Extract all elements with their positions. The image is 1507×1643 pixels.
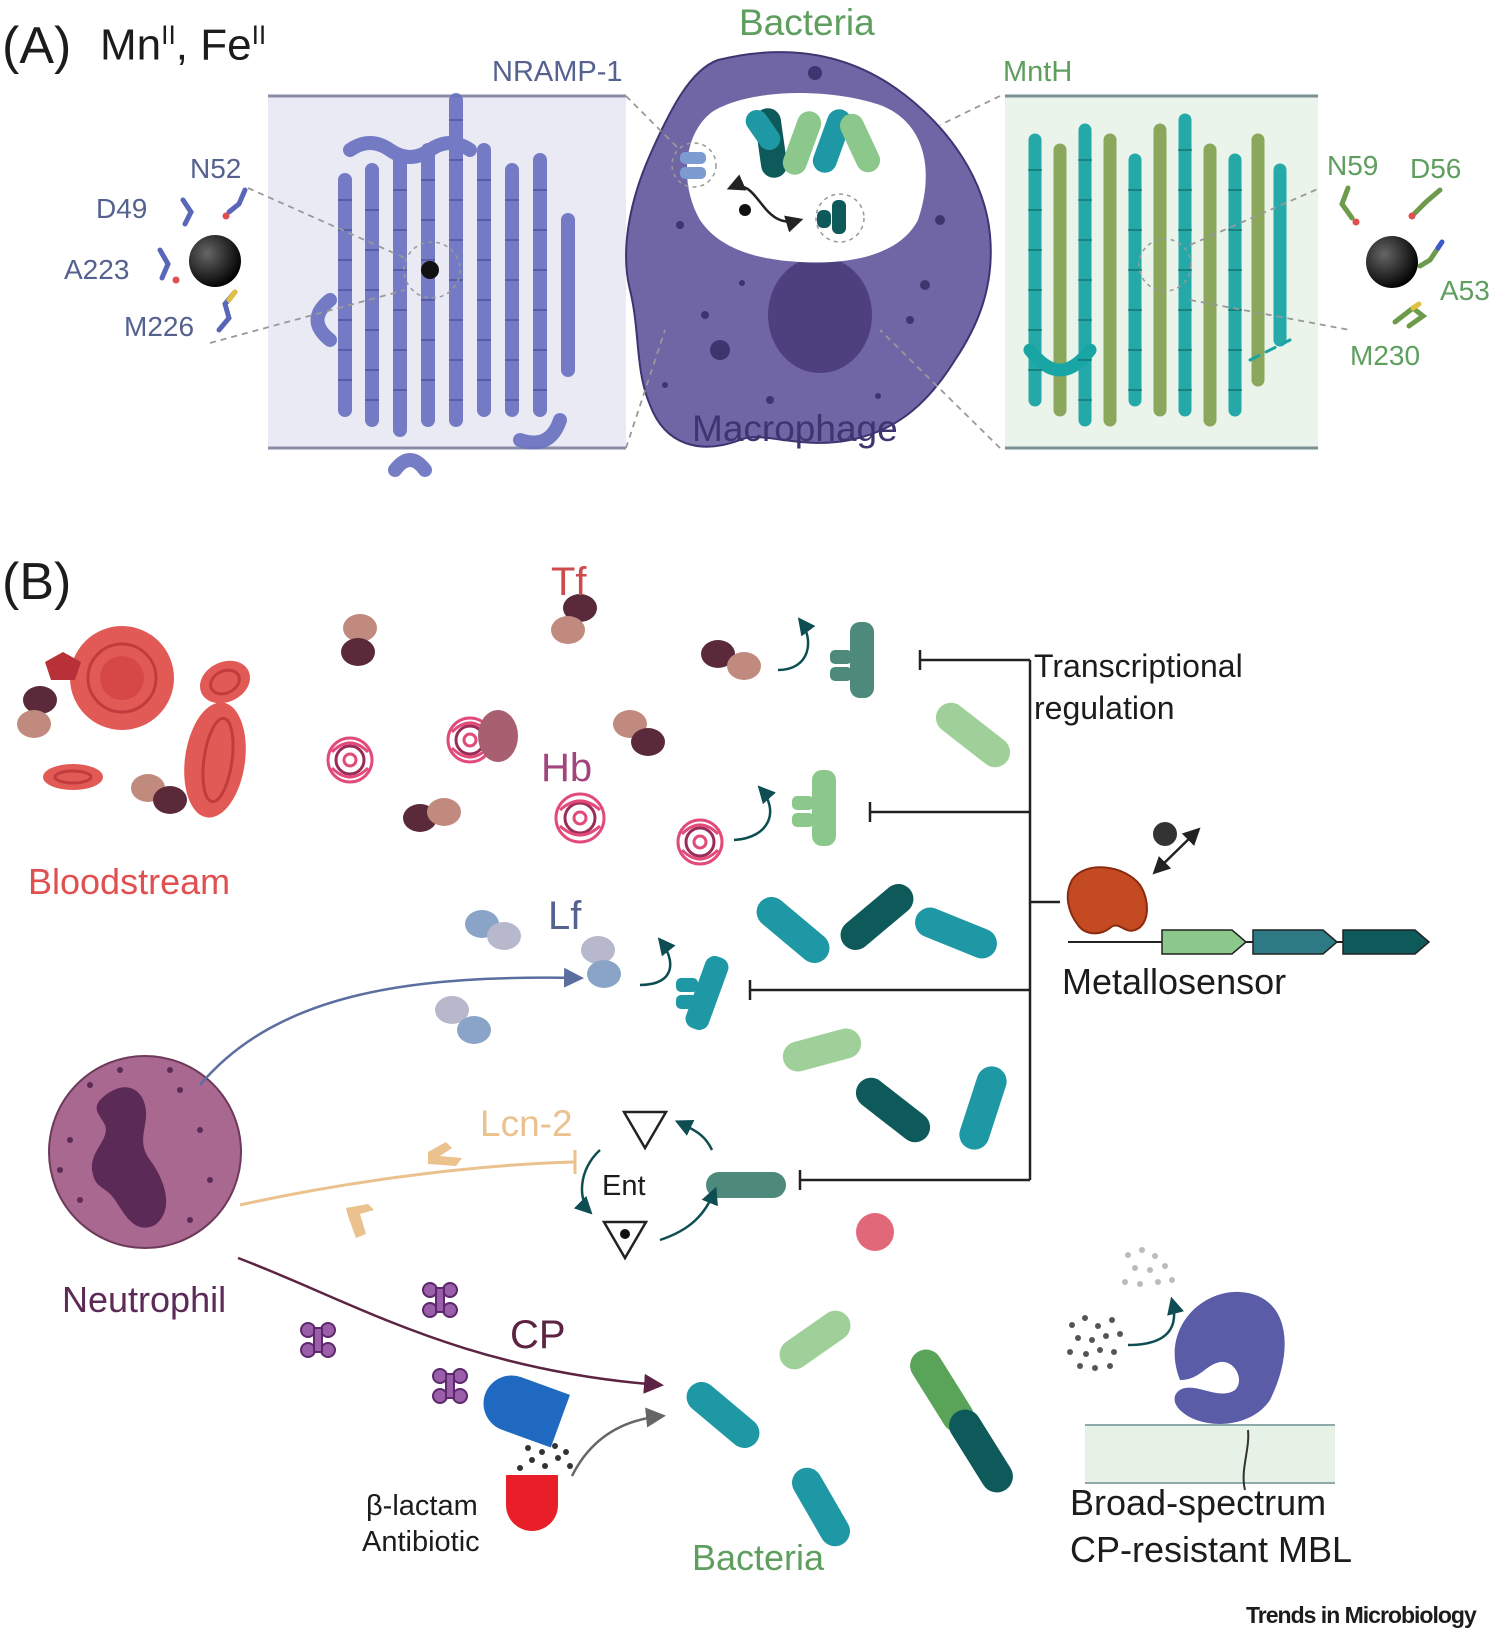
lf-receptor bbox=[639, 937, 729, 1030]
macrophage-callout-lines bbox=[625, 95, 1001, 449]
mnth-site-highlight bbox=[1138, 238, 1192, 292]
panel-a-metals: MnII, FeII bbox=[100, 22, 266, 68]
lf-label: Lf bbox=[548, 894, 582, 938]
antibiotic-arrow bbox=[570, 1407, 666, 1477]
bacteria-label: Bacteria bbox=[692, 1537, 825, 1578]
metallosensor-label: Metallosensor bbox=[1062, 961, 1287, 1002]
bloodstream-label: Bloodstream bbox=[28, 861, 231, 902]
transcriptional-label-line2: regulation bbox=[1034, 690, 1175, 726]
nramp1-helix-texture bbox=[338, 119, 547, 401]
operon-genes bbox=[1068, 929, 1431, 955]
neutrophil-cell bbox=[48, 1055, 242, 1249]
residue-a53: A53 bbox=[1440, 275, 1490, 306]
hb-receptor bbox=[733, 770, 836, 846]
red-blood-cells bbox=[43, 626, 251, 818]
antibiotic-capsule bbox=[483, 1375, 573, 1531]
panel-b-tag: (B) bbox=[2, 553, 72, 611]
cp-label: CP bbox=[510, 1313, 566, 1357]
bacterial-binding-site bbox=[1339, 185, 1445, 329]
nramp1-site-highlight bbox=[403, 241, 461, 299]
nramp1-label: NRAMP-1 bbox=[492, 56, 623, 88]
neutrophil-label: Neutrophil bbox=[62, 1279, 227, 1320]
nramp1-metal-site bbox=[421, 261, 439, 279]
mnth-structure bbox=[1023, 113, 1292, 427]
metal-fe-oxidation: II bbox=[251, 20, 267, 50]
lcn2-inhibition bbox=[239, 1150, 577, 1207]
mnth-callout-lines bbox=[1189, 187, 1351, 331]
host-binding-site bbox=[157, 187, 248, 333]
metallosensor-protein bbox=[1066, 822, 1201, 935]
regulation-bracket bbox=[748, 650, 1060, 1190]
mnth-helix-texture bbox=[1028, 149, 1242, 401]
macrophage-label: Macrophage bbox=[692, 408, 898, 449]
residue-a223: A223 bbox=[64, 254, 130, 285]
metal-ion bbox=[856, 1213, 894, 1251]
metal-mn: Mn bbox=[100, 20, 162, 70]
antibiotic-label-line2: Antibiotic bbox=[362, 1526, 480, 1558]
calprotectin-molecules bbox=[300, 1282, 468, 1404]
lcn2-label: Lcn-2 bbox=[480, 1103, 573, 1144]
residue-d56: D56 bbox=[1410, 153, 1462, 184]
residue-n59: N59 bbox=[1327, 150, 1379, 181]
lcn2-molecules bbox=[346, 1142, 462, 1238]
phagosome-bacteria-label: Bacteria bbox=[739, 2, 875, 43]
tf-label: Tf bbox=[551, 560, 587, 604]
heme-bound-protein bbox=[478, 710, 518, 762]
lactoferrin-molecules bbox=[435, 910, 621, 1044]
antibiotic-label-line1: β-lactam bbox=[366, 1490, 478, 1522]
mbl-label-line2: CP-resistant MBL bbox=[1070, 1529, 1353, 1570]
mnth-label: MntH bbox=[1003, 56, 1073, 88]
phagosome bbox=[671, 93, 926, 263]
ent-label: Ent bbox=[602, 1170, 646, 1202]
transcriptional-label-line1: Transcriptional bbox=[1034, 648, 1243, 684]
bacteria-cluster bbox=[686, 702, 1013, 1547]
residue-m226: M226 bbox=[124, 311, 195, 342]
mbl-label-line1: Broad-spectrum bbox=[1070, 1482, 1327, 1523]
enterobactin-cycle bbox=[573, 1110, 718, 1261]
panel-a-tag: (A) bbox=[2, 17, 72, 75]
cp-secretion-arrow bbox=[237, 1256, 664, 1394]
transferrin-molecules bbox=[17, 594, 761, 832]
lf-secretion-arrow bbox=[199, 967, 584, 1086]
mbl-enzyme bbox=[1067, 1247, 1335, 1491]
hb-label: Hb bbox=[541, 746, 593, 790]
journal-credit: Trends in Microbiology bbox=[1246, 1602, 1477, 1628]
residue-m230: M230 bbox=[1350, 340, 1421, 371]
residue-n52: N52 bbox=[190, 153, 242, 184]
nramp1-callout-lines bbox=[209, 187, 406, 344]
metal-fe: , Fe bbox=[175, 20, 252, 70]
metal-mn-oxidation: II bbox=[161, 20, 176, 50]
nramp1-structure bbox=[310, 93, 575, 477]
residue-d49: D49 bbox=[96, 193, 148, 224]
tf-receptor bbox=[777, 617, 874, 698]
